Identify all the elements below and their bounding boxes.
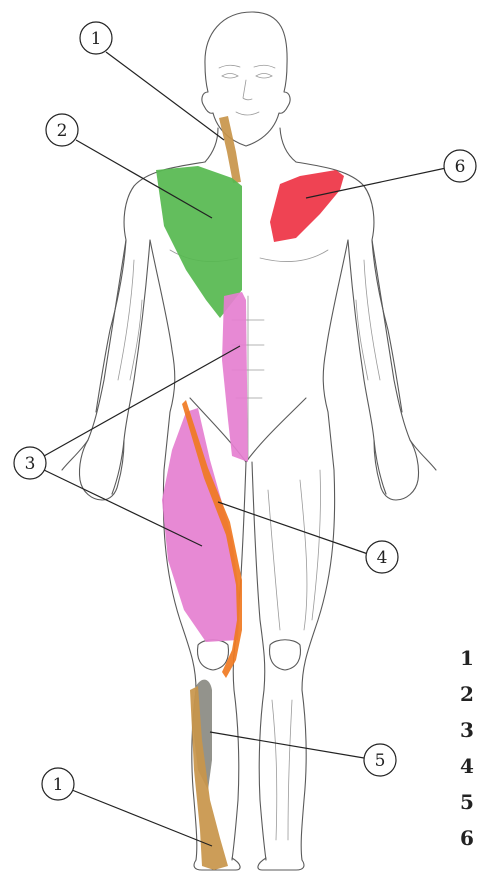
brow-left bbox=[219, 65, 240, 68]
side-number-4: 4 bbox=[460, 754, 474, 778]
waist-outline bbox=[150, 240, 348, 412]
callout-label: 5 bbox=[375, 751, 386, 771]
callout-3: 3 bbox=[14, 447, 46, 479]
callout-4: 4 bbox=[366, 541, 398, 573]
callout-label: 3 bbox=[25, 454, 36, 474]
right-leg bbox=[252, 462, 335, 860]
side-number-1: 1 bbox=[460, 646, 474, 670]
nose bbox=[243, 80, 252, 100]
callout-6: 6 bbox=[444, 150, 476, 182]
callout-label: 6 bbox=[455, 157, 466, 177]
muscle-regions bbox=[156, 116, 344, 870]
callout-label: 2 bbox=[57, 121, 68, 141]
leader-4 bbox=[218, 502, 368, 554]
mouth bbox=[236, 112, 259, 115]
callout-1-bottom: 1 bbox=[42, 768, 74, 800]
side-number-5: 5 bbox=[460, 790, 474, 814]
leader-1-top bbox=[106, 52, 224, 140]
right-knee bbox=[270, 640, 301, 670]
region-1-neck bbox=[219, 116, 241, 183]
callout-5: 5 bbox=[364, 744, 396, 776]
eye-right bbox=[256, 74, 272, 79]
side-number-2: 2 bbox=[460, 682, 474, 706]
callout-label: 4 bbox=[377, 548, 388, 568]
leader-3-upper bbox=[44, 346, 240, 456]
thigh-lines-right bbox=[268, 470, 321, 630]
side-number-6: 6 bbox=[460, 826, 474, 850]
right-hand bbox=[374, 440, 419, 500]
eye-left bbox=[222, 74, 238, 79]
neck-right bbox=[280, 128, 296, 162]
region-3-abdomen bbox=[222, 292, 248, 462]
right-arm bbox=[348, 240, 436, 494]
neck-left bbox=[205, 128, 218, 162]
left-hand bbox=[79, 440, 124, 500]
callout-1-top: 1 bbox=[80, 22, 112, 54]
head-outline bbox=[202, 12, 290, 146]
side-number-list: 1 2 3 4 5 6 bbox=[460, 646, 474, 850]
side-number-3: 3 bbox=[460, 718, 474, 742]
leader-5 bbox=[210, 732, 364, 758]
region-6-chest bbox=[270, 170, 344, 242]
left-knee bbox=[198, 640, 229, 670]
torso-outline bbox=[96, 162, 402, 412]
callout-2: 2 bbox=[46, 114, 78, 146]
right-foot bbox=[258, 858, 304, 870]
callout-label: 1 bbox=[91, 29, 102, 49]
leader-1-bottom bbox=[72, 790, 212, 846]
body-outline bbox=[62, 12, 436, 870]
shin-lines-right bbox=[272, 700, 292, 840]
left-arm bbox=[62, 240, 150, 494]
callout-label: 1 bbox=[53, 775, 64, 795]
brow-right bbox=[254, 65, 275, 68]
